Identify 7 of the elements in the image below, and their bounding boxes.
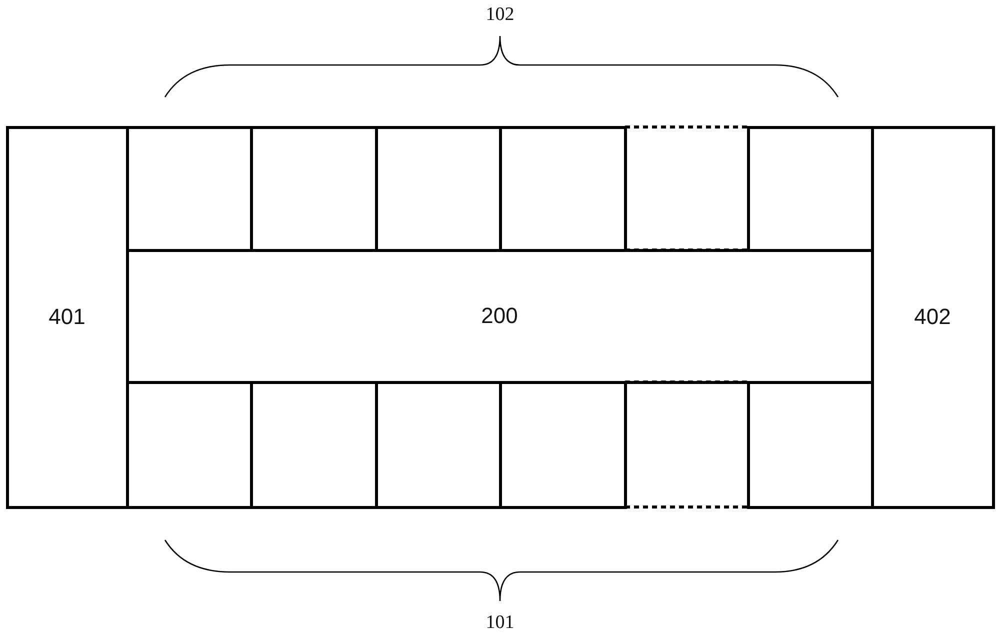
reference-number: 101 (486, 612, 514, 634)
reference-number: 402 (914, 304, 951, 330)
region-box (6, 126, 128, 508)
reference-number: 200 (481, 303, 518, 329)
reference-number: 401 (48, 304, 86, 330)
reference-number: 102 (486, 4, 514, 26)
cell-box (746, 126, 874, 252)
